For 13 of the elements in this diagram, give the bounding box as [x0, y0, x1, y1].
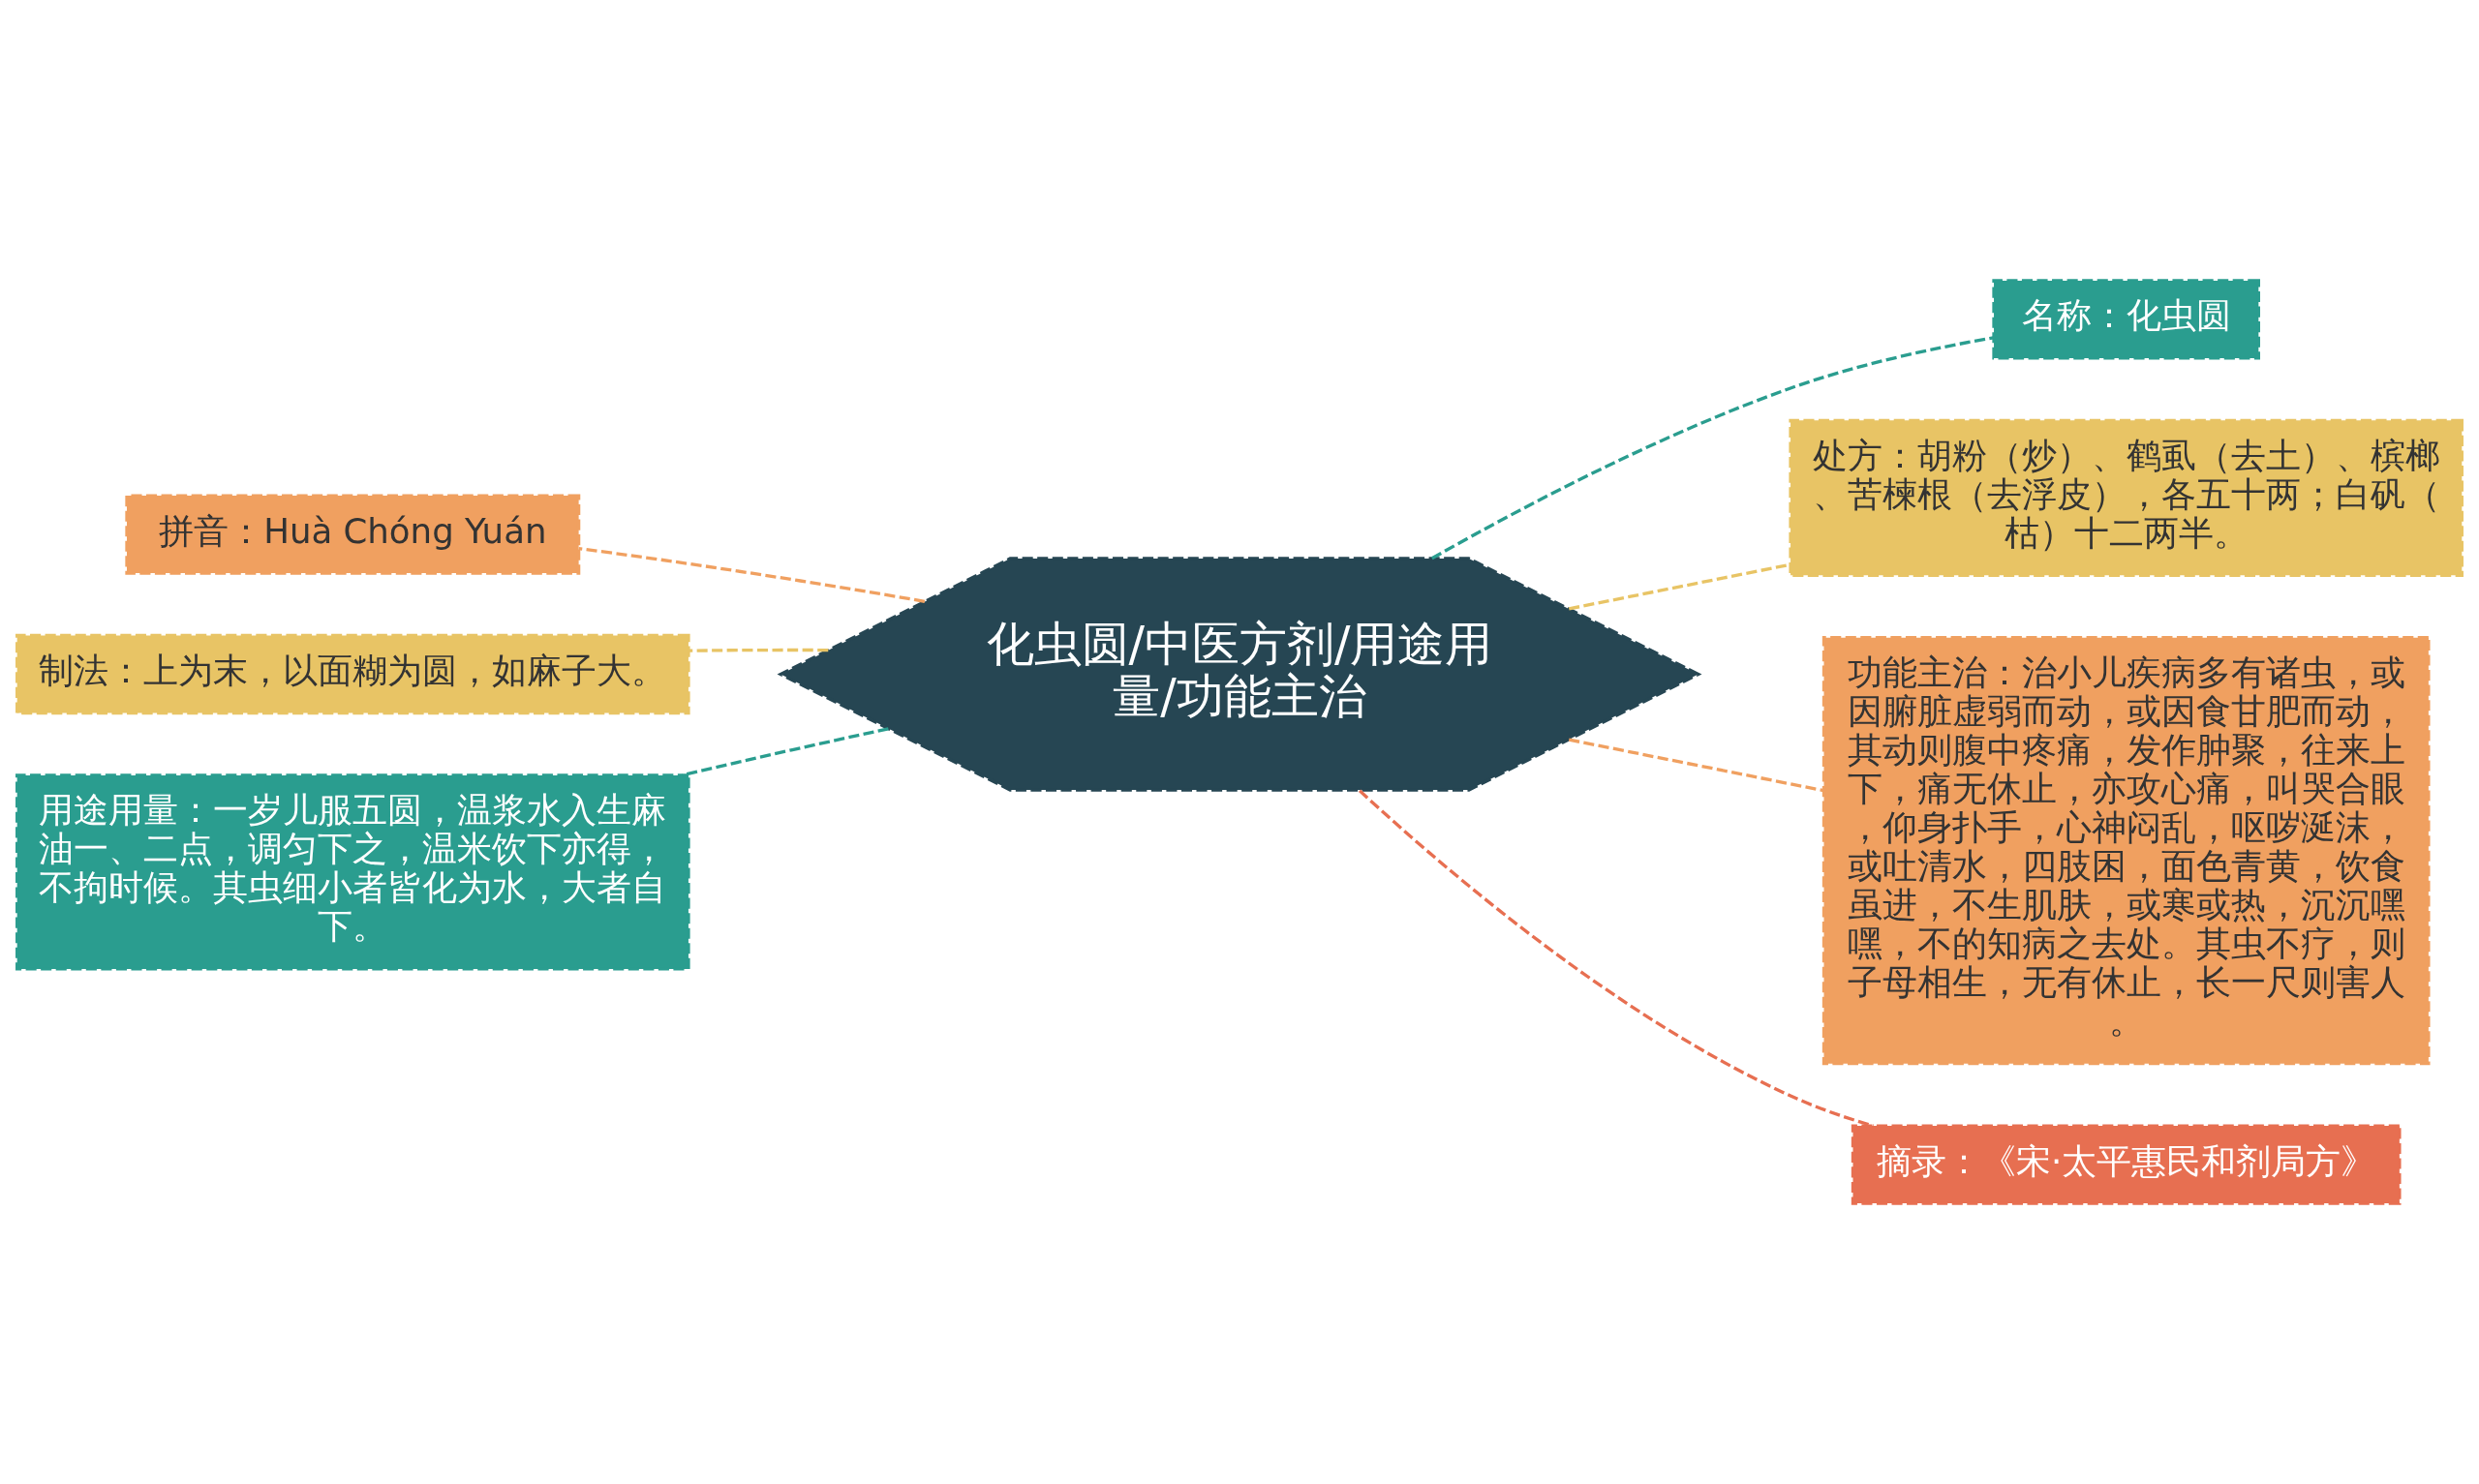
connector [689, 648, 829, 652]
connector [1358, 789, 1874, 1128]
node-box: 制法：上为末，以面糊为圆，如麻子大。 [15, 633, 690, 715]
connector [682, 727, 889, 777]
connector [1430, 336, 1994, 560]
node-box: 摘录：《宋·太平惠民和剂局方》 [1851, 1124, 2402, 1205]
node-box: 处方：胡粉（炒）、鹤虱（去土）、槟榔、苦楝根（去浮皮），各五十两；白矾（枯）十二两半。 [1789, 418, 2464, 577]
node-box: 用途用量：一岁儿服五圆，温浆水入生麻油一、二点，调匀下之，温米饮下亦得，不拘时候。其虫细小者皆化为水，大者自下。 [15, 773, 690, 971]
node-box: 拼音：Huà Chóng Yuán [125, 494, 581, 575]
node-box: 功能主治：治小儿疾病多有诸虫，或因腑脏虚弱而动，或因食甘肥而动，其动则腹中疼痛，发作肿聚，往来上下，痛无休止，亦攻心痛，叫哭合眼，仰身扑手，心神闷乱，呕哕涎沫，或吐清水，四肢困，面色青黄，饮食虽进，不生肌肤，或寒或热，沉沉嘿嘿，不的知病之去处。其虫不疗，则子母相生，无有休止，长一尺则害人。 [1821, 636, 2431, 1066]
node-box: 名称：化虫圆 [1992, 279, 2260, 360]
connector [578, 546, 926, 603]
connector [1568, 738, 1824, 793]
